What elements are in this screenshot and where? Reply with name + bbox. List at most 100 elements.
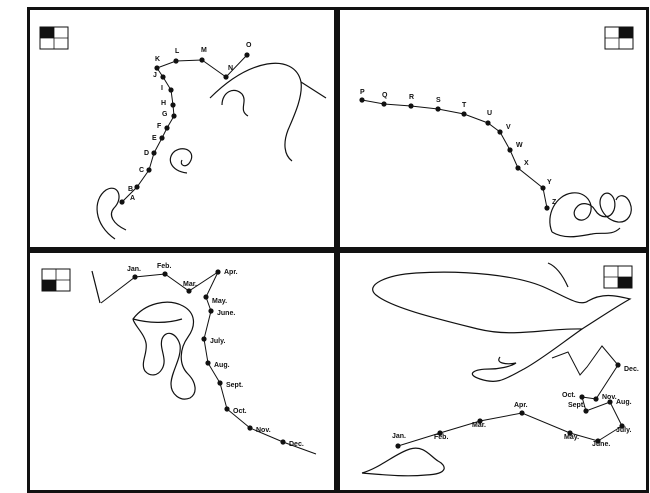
quadrant-indicator xyxy=(39,26,69,50)
point-label: J xyxy=(153,72,157,79)
ear-outline xyxy=(169,148,193,174)
rock-base xyxy=(361,447,445,477)
point-label: H xyxy=(161,100,166,107)
point-marker xyxy=(247,425,253,431)
orbit-track xyxy=(397,345,623,447)
point-marker xyxy=(619,423,625,429)
point-label: Q xyxy=(382,92,388,99)
shape-outline xyxy=(132,301,196,400)
point-marker xyxy=(497,129,503,135)
point-label: Nov. xyxy=(256,427,271,434)
point-marker xyxy=(160,74,166,80)
point-label: C xyxy=(139,167,144,174)
point-marker xyxy=(280,439,286,445)
point-marker xyxy=(146,167,152,173)
point-marker xyxy=(408,103,414,109)
point-marker xyxy=(186,288,192,294)
point-label: July. xyxy=(210,338,225,345)
point-marker xyxy=(395,443,401,449)
point-marker xyxy=(168,87,174,93)
point-marker xyxy=(162,271,168,277)
point-marker xyxy=(437,430,443,436)
point-marker xyxy=(215,269,221,275)
point-marker xyxy=(164,125,170,131)
point-marker xyxy=(544,205,550,211)
point-label: V xyxy=(506,124,511,131)
point-marker xyxy=(507,147,513,153)
point-label: Aug. xyxy=(616,399,632,406)
point-label: I xyxy=(161,85,163,92)
point-label: Sept. xyxy=(226,382,243,389)
point-marker xyxy=(461,111,467,117)
spiral-shape xyxy=(549,192,632,233)
point-label: L xyxy=(175,48,180,55)
point-label: Nov. xyxy=(602,394,617,401)
head-outline xyxy=(209,62,302,162)
point-label: D xyxy=(144,150,149,157)
point-label: Feb. xyxy=(434,434,448,441)
whale-lower-body xyxy=(471,328,583,382)
point-marker xyxy=(583,408,589,414)
point-label: O xyxy=(246,42,252,49)
spiral-tail xyxy=(551,227,621,238)
orbit-track xyxy=(361,99,548,209)
point-marker xyxy=(119,199,125,205)
point-label: W xyxy=(516,142,523,149)
point-marker xyxy=(159,135,165,141)
point-label: July. xyxy=(616,427,631,434)
point-marker xyxy=(224,406,230,412)
panel-bottom-left: Jan.Feb.Mar.Apr.May.June.July.Aug.Sept.O… xyxy=(27,250,337,493)
point-label: Jan. xyxy=(392,433,406,440)
point-marker xyxy=(519,410,525,416)
point-label: U xyxy=(487,110,492,117)
point-marker xyxy=(579,394,585,400)
point-marker xyxy=(132,274,138,280)
whale-fin xyxy=(547,262,569,288)
point-label: B xyxy=(128,186,133,193)
point-label: P xyxy=(360,89,365,96)
point-marker xyxy=(203,294,209,300)
point-marker xyxy=(515,165,521,171)
point-label: Dec. xyxy=(624,366,639,373)
point-label: Oct. xyxy=(562,392,576,399)
point-marker xyxy=(205,360,211,366)
point-label: X xyxy=(524,160,529,167)
panel-bottom-right-drawing: Jan.Feb.Mar.Apr.May.June.July.Aug.Sept.O… xyxy=(361,262,639,477)
point-label: Mar. xyxy=(472,422,486,429)
point-marker xyxy=(171,113,177,119)
point-label: A xyxy=(130,195,135,202)
shape-crossbar xyxy=(132,318,183,323)
point-label: N xyxy=(228,65,233,72)
point-marker xyxy=(435,106,441,112)
left-bracket xyxy=(91,270,101,304)
point-marker xyxy=(567,430,573,436)
point-marker xyxy=(477,418,483,424)
point-label: T xyxy=(462,102,467,109)
quadrant-indicator xyxy=(604,26,634,50)
point-label: M xyxy=(201,47,207,54)
point-marker xyxy=(244,52,250,58)
point-marker xyxy=(595,438,601,444)
panel-bottom-left-drawing: Jan.Feb.Mar.Apr.May.June.July.Aug.Sept.O… xyxy=(41,263,317,455)
point-label: F xyxy=(157,123,162,130)
point-label: E xyxy=(152,135,157,142)
point-label: K xyxy=(155,56,160,63)
point-marker xyxy=(593,396,599,402)
point-label: Y xyxy=(547,179,552,186)
panel-bottom-right: Jan.Feb.Mar.Apr.May.June.July.Aug.Sept.O… xyxy=(337,250,649,493)
point-marker xyxy=(151,150,157,156)
quadrant-indicator xyxy=(41,268,71,292)
face-outline xyxy=(221,89,249,117)
point-marker xyxy=(173,58,179,64)
point-marker xyxy=(615,362,621,368)
point-marker xyxy=(208,308,214,314)
point-marker xyxy=(154,65,160,71)
point-label: Feb. xyxy=(157,263,171,270)
quadrant-indicator xyxy=(603,265,633,289)
point-label: Sept. xyxy=(568,402,585,409)
point-marker xyxy=(223,74,229,80)
point-marker xyxy=(359,97,365,103)
